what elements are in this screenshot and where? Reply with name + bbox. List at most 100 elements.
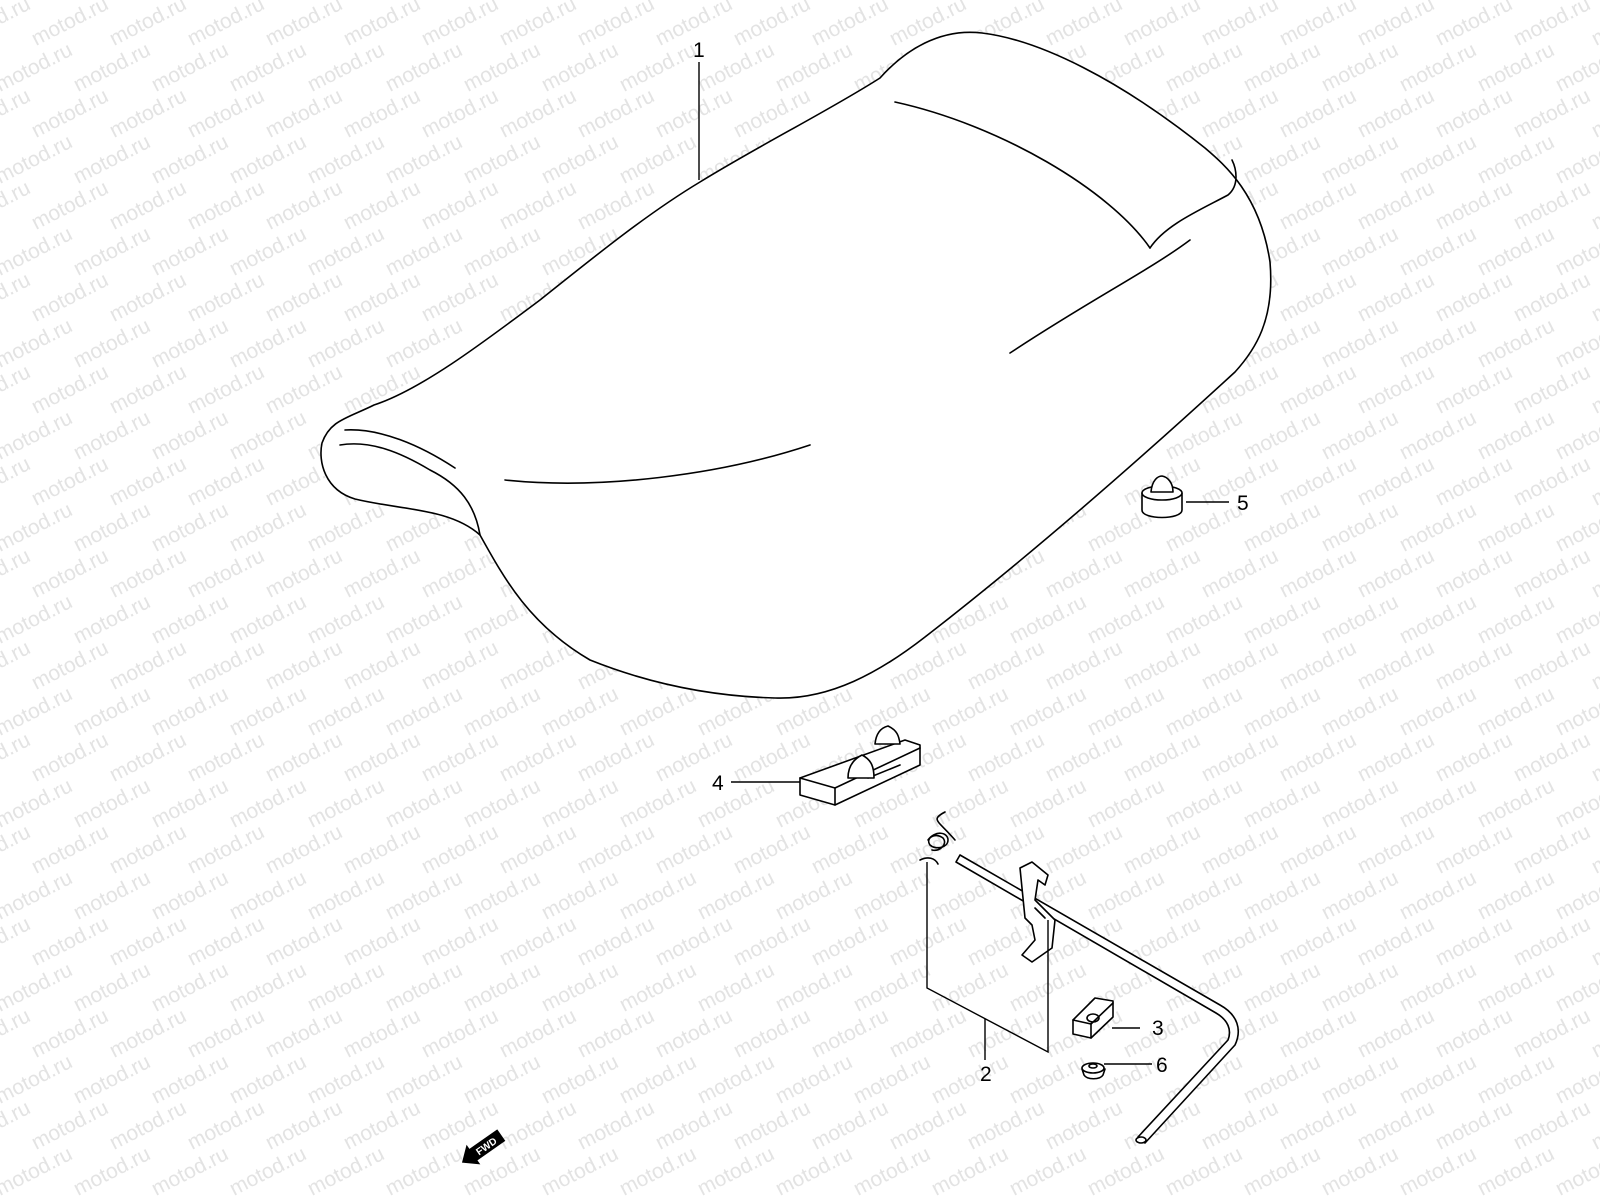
watermark-text: motod.ru bbox=[1042, 636, 1126, 694]
watermark-text: motod.ru bbox=[772, 958, 856, 1016]
watermark-text: motod.ru bbox=[574, 728, 658, 786]
watermark-text: motod.ru bbox=[1276, 84, 1360, 142]
leader-lines bbox=[698, 62, 1229, 1065]
watermark-text: motod.ru bbox=[184, 176, 268, 234]
watermark-text: motod.ru bbox=[0, 360, 34, 418]
watermark-text: motod.ru bbox=[574, 84, 658, 142]
watermark-text: motod.ru bbox=[808, 0, 892, 50]
watermark-text: motod.ru bbox=[1588, 1096, 1600, 1154]
watermark-text: motod.ru bbox=[460, 130, 544, 188]
watermark-text: motod.ru bbox=[1474, 958, 1558, 1016]
watermark-text: motod.ru bbox=[382, 958, 466, 1016]
watermark-text: motod.ru bbox=[1432, 820, 1516, 878]
watermark-text: motod.ru bbox=[616, 1050, 700, 1108]
watermark-text: motod.ru bbox=[1588, 912, 1600, 970]
watermark-text: motod.ru bbox=[382, 590, 466, 648]
watermark-text: motod.ru bbox=[304, 590, 388, 648]
watermark-text: motod.ru bbox=[148, 498, 232, 556]
watermark-text: motod.ru bbox=[1432, 84, 1516, 142]
watermark-text: motod.ru bbox=[148, 130, 232, 188]
watermark-text: motod.ru bbox=[148, 1142, 232, 1200]
watermark-text: motod.ru bbox=[226, 1142, 310, 1200]
watermark-text: motod.ru bbox=[106, 0, 190, 50]
watermark-text: motod.ru bbox=[1474, 682, 1558, 740]
watermark-text: motod.ru bbox=[1084, 682, 1168, 740]
watermark-text: motod.ru bbox=[106, 636, 190, 694]
watermark-text: motod.ru bbox=[1474, 1050, 1558, 1108]
watermark-text: motod.ru bbox=[28, 1096, 112, 1154]
watermark-text: motod.ru bbox=[262, 636, 346, 694]
watermark-text: motod.ru bbox=[262, 1004, 346, 1062]
watermark-text: motod.ru bbox=[106, 268, 190, 326]
watermark-text: motod.ru bbox=[1084, 774, 1168, 832]
watermark-text: motod.ru bbox=[1474, 774, 1558, 832]
watermark-text: motod.ru bbox=[496, 176, 580, 234]
watermark-text: motod.ru bbox=[184, 912, 268, 970]
watermark-text: motod.ru bbox=[460, 866, 544, 924]
watermark-text: motod.ru bbox=[304, 866, 388, 924]
watermark-text: motod.ru bbox=[1474, 130, 1558, 188]
watermark-text: motod.ru bbox=[1432, 268, 1516, 326]
watermark-text: motod.ru bbox=[1042, 0, 1126, 50]
watermark-text: motod.ru bbox=[1084, 866, 1168, 924]
watermark-text: motod.ru bbox=[1276, 360, 1360, 418]
watermark-text: motod.ru bbox=[772, 866, 856, 924]
watermark-text: motod.ru bbox=[28, 820, 112, 878]
watermark-text: motod.ru bbox=[0, 176, 34, 234]
watermark-text: motod.ru bbox=[1474, 314, 1558, 372]
watermark-text: motod.ru bbox=[1354, 636, 1438, 694]
watermark-text: motod.ru bbox=[226, 406, 310, 464]
watermark-text: motod.ru bbox=[1240, 958, 1324, 1016]
watermark-text: motod.ru bbox=[304, 130, 388, 188]
watermark-text: motod.ru bbox=[886, 1004, 970, 1062]
watermark-text: motod.ru bbox=[1396, 774, 1480, 832]
watermark-text: motod.ru bbox=[148, 590, 232, 648]
watermark-text: motod.ru bbox=[70, 130, 154, 188]
watermark-text: motod.ru bbox=[226, 38, 310, 96]
watermark-text: motod.ru bbox=[70, 314, 154, 372]
watermark-text: motod.ru bbox=[1276, 452, 1360, 510]
watermark-text: motod.ru bbox=[616, 682, 700, 740]
watermark-text: motod.ru bbox=[1396, 406, 1480, 464]
watermark-text: motod.ru bbox=[1474, 866, 1558, 924]
watermark-text: motod.ru bbox=[148, 774, 232, 832]
watermark-text: motod.ru bbox=[148, 682, 232, 740]
watermark-text: motod.ru bbox=[574, 1004, 658, 1062]
watermark-text: motod.ru bbox=[538, 1050, 622, 1108]
watermark-text: motod.ru bbox=[574, 1096, 658, 1154]
watermark-text: motod.ru bbox=[538, 958, 622, 1016]
watermark-text: motod.ru bbox=[184, 0, 268, 50]
watermark-text: motod.ru bbox=[694, 866, 778, 924]
watermark-text: motod.ru bbox=[964, 728, 1048, 786]
watermark-text: motod.ru bbox=[184, 820, 268, 878]
watermark-text: motod.ru bbox=[262, 912, 346, 970]
watermark-text: motod.ru bbox=[0, 268, 34, 326]
watermark-text: motod.ru bbox=[304, 958, 388, 1016]
watermark-text: motod.ru bbox=[1162, 866, 1246, 924]
watermark-text: motod.ru bbox=[1318, 222, 1402, 280]
watermark-text: motod.ru bbox=[340, 268, 424, 326]
watermark-text: motod.ru bbox=[616, 774, 700, 832]
watermark-text: motod.ru bbox=[1510, 1004, 1594, 1062]
watermark-text: motod.ru bbox=[1552, 1142, 1600, 1200]
watermark-text: motod.ru bbox=[808, 820, 892, 878]
watermark-text: motod.ru bbox=[730, 820, 814, 878]
watermark-text: motod.ru bbox=[1588, 636, 1600, 694]
watermark-text: motod.ru bbox=[496, 912, 580, 970]
watermark-text: motod.ru bbox=[304, 1050, 388, 1108]
watermark-text: motod.ru bbox=[1084, 1142, 1168, 1200]
watermark-text: motod.ru bbox=[262, 176, 346, 234]
watermark-text: motod.ru bbox=[538, 38, 622, 96]
watermark-text: motod.ru bbox=[1396, 314, 1480, 372]
watermark-text: motod.ru bbox=[1006, 682, 1090, 740]
watermark-text: motod.ru bbox=[28, 636, 112, 694]
watermark-text: motod.ru bbox=[928, 682, 1012, 740]
watermark-text: motod.ru bbox=[1354, 360, 1438, 418]
watermark-text: motod.ru bbox=[652, 912, 736, 970]
watermark-text: motod.ru bbox=[184, 1096, 268, 1154]
watermark-text: motod.ru bbox=[1198, 84, 1282, 142]
watermark-text: motod.ru bbox=[70, 222, 154, 280]
watermark-text: motod.ru bbox=[106, 912, 190, 970]
watermark-text: motod.ru bbox=[304, 314, 388, 372]
watermark-text: motod.ru bbox=[730, 1096, 814, 1154]
